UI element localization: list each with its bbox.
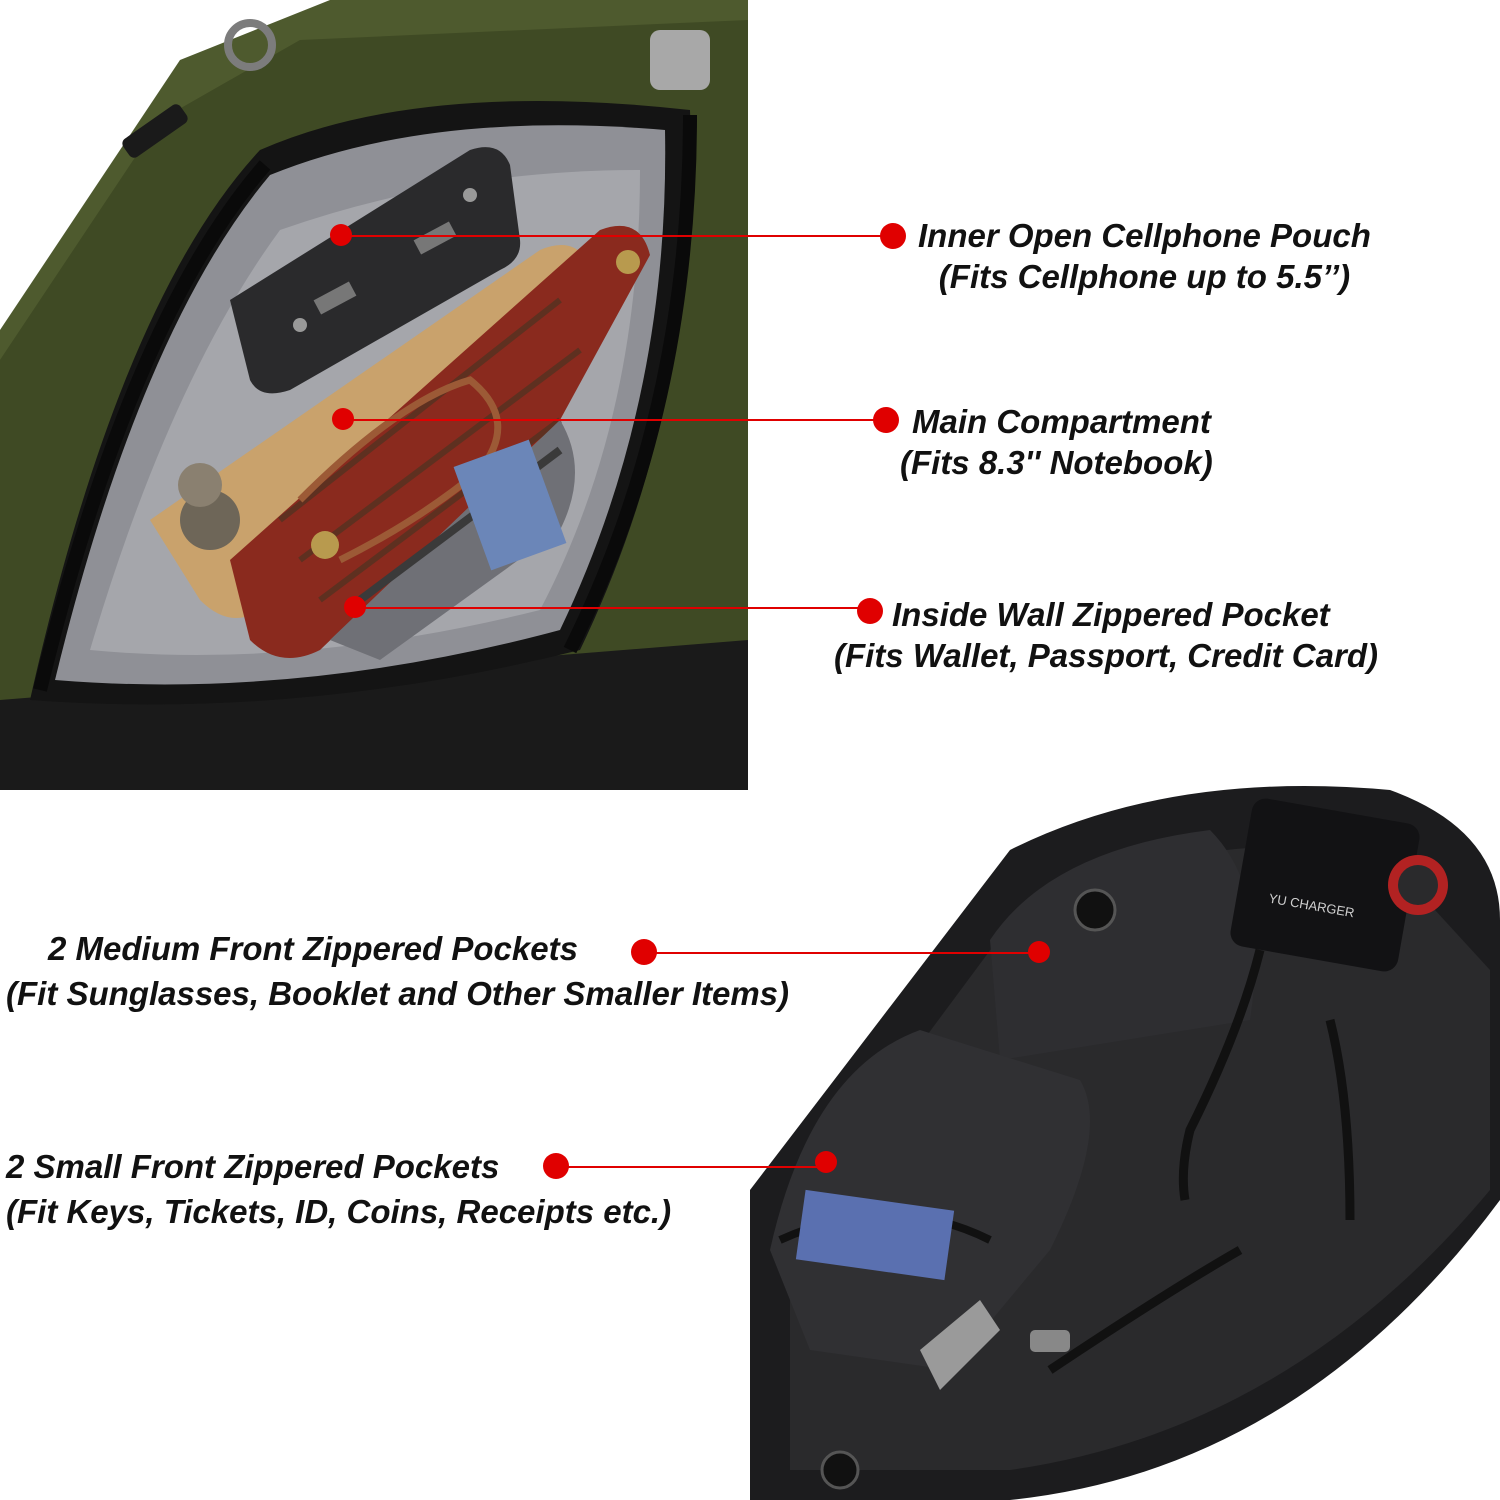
charger-device: YU CHARGER [1178, 798, 1420, 1201]
power-bank [230, 147, 521, 394]
callout-line-main-compartment [343, 419, 886, 421]
callout-dot-main-compartment-start [332, 408, 354, 430]
callout-dot-inner-pouch [880, 223, 906, 249]
label-medium-pockets-subtitle: (Fit Sunglasses, Booklet and Other Small… [6, 975, 790, 1012]
label-medium-pockets: 2 Medium Front Zippered Pockets (Fit Sun… [6, 928, 789, 1014]
callout-dot-medium-pockets [631, 939, 657, 965]
label-main-compartment-title: Main Compartment [912, 403, 1211, 440]
callout-dot-inside-wall [857, 598, 883, 624]
callout-line-inside-wall [356, 607, 870, 609]
label-inside-wall: Inside Wall Zippered Pocket (Fits Wallet… [834, 594, 1378, 676]
callout-dot-small-pockets-end [815, 1151, 837, 1173]
label-inner-pouch-subtitle: (Fits Cellphone up to 5.5’’) [938, 258, 1351, 295]
callout-line-medium-pockets [644, 952, 1040, 954]
callout-dot-inside-wall-start [344, 596, 366, 618]
label-main-compartment-subtitle: (Fits 8.3'' Notebook) [900, 444, 1213, 481]
label-medium-pockets-title: 2 Medium Front Zippered Pockets [48, 930, 578, 967]
label-inner-pouch: Inner Open Cellphone Pouch (Fits Cellpho… [918, 215, 1371, 297]
exterior-photo: YU CHARGER [750, 770, 1500, 1500]
callout-line-inner-pouch [341, 235, 893, 237]
label-inside-wall-subtitle: (Fits Wallet, Passport, Credit Card) [834, 637, 1378, 674]
medium-front-pocket [990, 830, 1255, 1060]
label-small-pockets-title: 2 Small Front Zippered Pockets [6, 1148, 500, 1185]
callout-dot-small-pockets [543, 1153, 569, 1179]
callout-dot-medium-pockets-end [1028, 941, 1050, 963]
callout-line-small-pockets [556, 1166, 826, 1168]
callout-dot-inner-pouch-start [330, 224, 352, 246]
label-inner-pouch-title: Inner Open Cellphone Pouch [918, 217, 1371, 254]
label-small-pockets-subtitle: (Fit Keys, Tickets, ID, Coins, Receipts … [6, 1193, 672, 1230]
label-main-compartment: Main Compartment (Fits 8.3'' Notebook) [900, 401, 1213, 483]
label-inside-wall-title: Inside Wall Zippered Pocket [892, 596, 1330, 633]
callout-dot-main-compartment [873, 407, 899, 433]
interior-photo [0, 0, 748, 790]
label-small-pockets: 2 Small Front Zippered Pockets (Fit Keys… [6, 1146, 671, 1232]
small-front-pocket [770, 1030, 1090, 1370]
inside-wall-pocket [330, 420, 575, 660]
